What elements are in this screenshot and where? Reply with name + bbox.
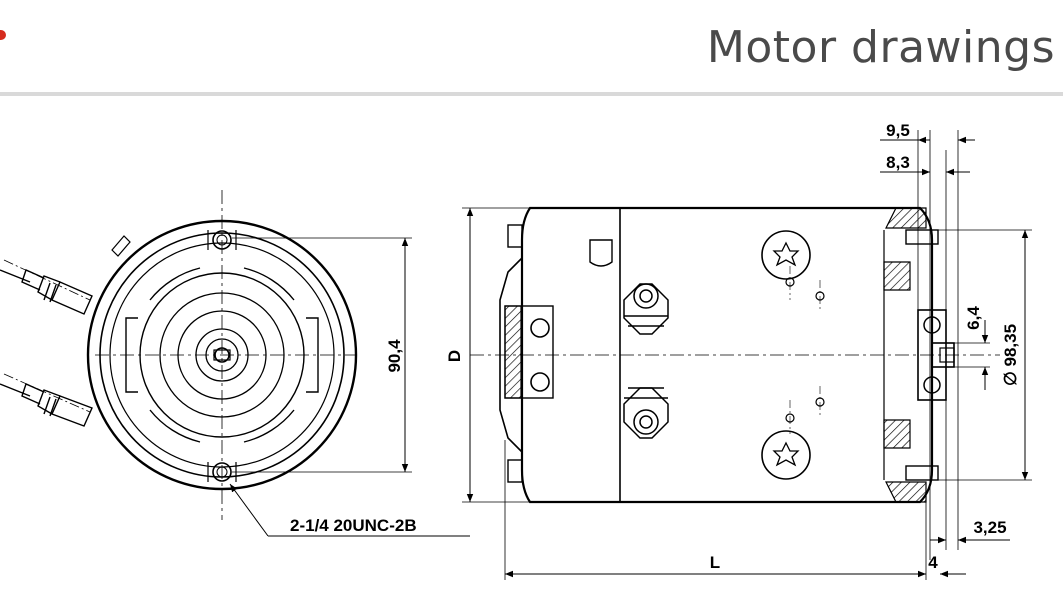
page-title: Motor drawings — [706, 22, 1055, 73]
side-view — [462, 130, 1032, 580]
dimension-4: 4 — [928, 553, 938, 572]
dimension-6-4: 6,4 — [964, 306, 983, 330]
thread-specification-label: 2-1/4 20UNC-2B — [290, 516, 417, 535]
front-height-dimension: 90,4 — [385, 339, 404, 373]
dimension-diameter: ∅ 98,35 — [1001, 324, 1020, 386]
front-view — [0, 190, 470, 537]
header-divider — [0, 92, 1063, 96]
dimension-9-5: 9,5 — [886, 121, 910, 140]
dimension-3-25: 3,25 — [973, 518, 1006, 537]
brand-accent-mark — [0, 30, 6, 40]
dimension-l: L — [710, 553, 720, 572]
dimension-d: D — [445, 350, 464, 362]
dimension-8-3: 8,3 — [886, 153, 910, 172]
